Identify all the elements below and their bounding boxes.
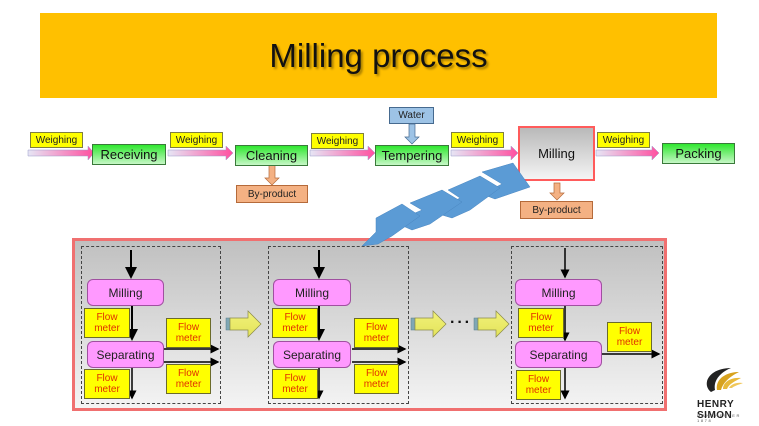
weighing-arrow bbox=[595, 145, 660, 161]
transfer-arrow bbox=[410, 310, 447, 338]
stage-milling: Milling bbox=[518, 126, 595, 181]
weighing-label: Weighing bbox=[597, 132, 650, 148]
weighing-arrow bbox=[27, 145, 95, 161]
byproduct-arrow bbox=[264, 164, 280, 186]
henry-simon-logo: HENRY SIMON MANCHESTER 1878 bbox=[691, 362, 757, 424]
transfer-arrow bbox=[473, 310, 510, 338]
continuation-ellipsis: ··· bbox=[450, 314, 472, 331]
milling-box: Milling bbox=[87, 279, 164, 306]
byproduct-milling: By-product bbox=[520, 201, 593, 219]
water-arrow bbox=[404, 123, 420, 145]
stage-packing: Packing bbox=[662, 143, 735, 164]
milling-box: Milling bbox=[515, 279, 602, 306]
separating-box: Separating bbox=[273, 341, 351, 368]
stage-cleaning: Cleaning bbox=[235, 145, 308, 166]
weighing-label: Weighing bbox=[170, 132, 223, 148]
milling-unit-frame bbox=[268, 246, 409, 404]
weighing-label: Weighing bbox=[30, 132, 83, 148]
milling-unit-frame bbox=[511, 246, 663, 404]
separating-box: Separating bbox=[87, 341, 164, 368]
milling-unit-frame bbox=[81, 246, 221, 404]
chevron-icon bbox=[361, 203, 421, 247]
page-title: Milling process bbox=[269, 36, 488, 74]
title-banner: Milling process bbox=[40, 13, 717, 98]
water-input: Water bbox=[389, 107, 434, 124]
stage-tempering: Tempering bbox=[375, 145, 449, 166]
swirl-logo-icon bbox=[706, 368, 743, 392]
weighing-arrow bbox=[309, 145, 376, 161]
weighing-arrow bbox=[450, 145, 519, 161]
transfer-arrow bbox=[225, 310, 262, 338]
weighing-label: Weighing bbox=[451, 132, 504, 148]
separating-box: Separating bbox=[515, 341, 602, 368]
stage-receiving: Receiving bbox=[92, 144, 166, 165]
byproduct-arrow bbox=[549, 182, 565, 201]
byproduct-cleaning: By-product bbox=[236, 185, 308, 203]
logo-name: HENRY SIMON bbox=[697, 399, 734, 421]
weighing-label: Weighing bbox=[311, 133, 364, 149]
weighing-arrow bbox=[167, 145, 234, 161]
milling-box: Milling bbox=[273, 279, 351, 306]
logo-subtitle: MANCHESTER 1878 bbox=[697, 413, 742, 423]
